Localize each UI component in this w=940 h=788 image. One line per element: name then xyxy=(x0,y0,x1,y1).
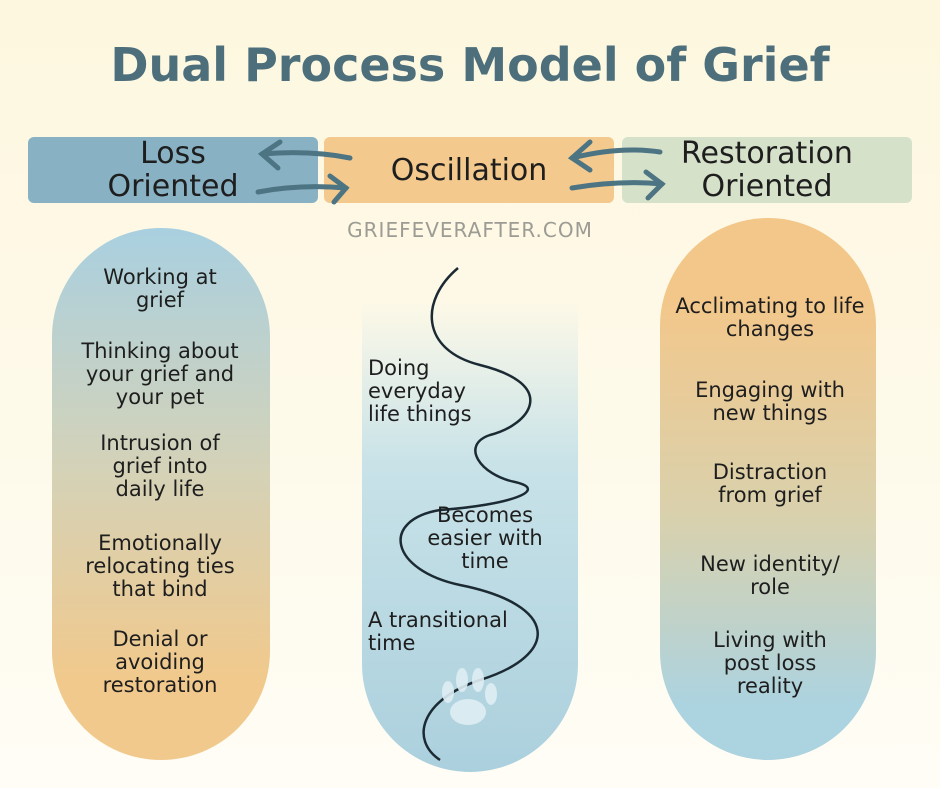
loss-item: Emotionally relocating ties that bind xyxy=(85,531,235,601)
oscillation-arrows xyxy=(255,139,666,205)
oscillation-wave xyxy=(399,267,539,762)
arrow-right-icon xyxy=(255,173,350,205)
restoration-item: New identity/ role xyxy=(700,552,840,599)
restoration-item: Acclimating to life changes xyxy=(675,294,865,341)
loss-header-label: Loss Oriented xyxy=(107,136,239,204)
loss-item: Thinking about your grief and your pet xyxy=(81,339,239,409)
page-title: Dual Process Model of Grief xyxy=(110,38,830,92)
arrow-left-icon xyxy=(257,139,353,171)
website-label: GRIEFEVERAFTER.COM xyxy=(347,218,593,242)
arrow-left-icon xyxy=(567,139,663,173)
oscillation-header-label: Oscillation xyxy=(390,152,548,188)
arrow-right-icon xyxy=(569,169,666,201)
loss-item: Intrusion of grief into daily life xyxy=(100,431,220,501)
oscillation-header: Oscillation xyxy=(324,137,614,203)
restoration-item: Engaging with new things xyxy=(695,378,845,425)
loss-item: Denial or avoiding restoration xyxy=(102,627,218,697)
restoration-header-label: Restoration Oriented xyxy=(681,136,853,204)
oscillation-item: Becomes easier with time xyxy=(427,503,543,573)
oscillation-item: A transitional time xyxy=(368,608,508,655)
loss-oriented-column xyxy=(52,228,270,760)
restoration-item: Living with post loss reality xyxy=(713,628,827,698)
restoration-item: Distraction from grief xyxy=(712,460,828,507)
loss-item: Working at grief xyxy=(103,265,217,312)
oscillation-column xyxy=(362,300,578,772)
paw-print-icon xyxy=(442,668,497,725)
restoration-oriented-column xyxy=(660,218,876,760)
oscillation-item: Doing everyday life things xyxy=(368,356,472,426)
restoration-oriented-header: Restoration Oriented xyxy=(622,137,912,203)
